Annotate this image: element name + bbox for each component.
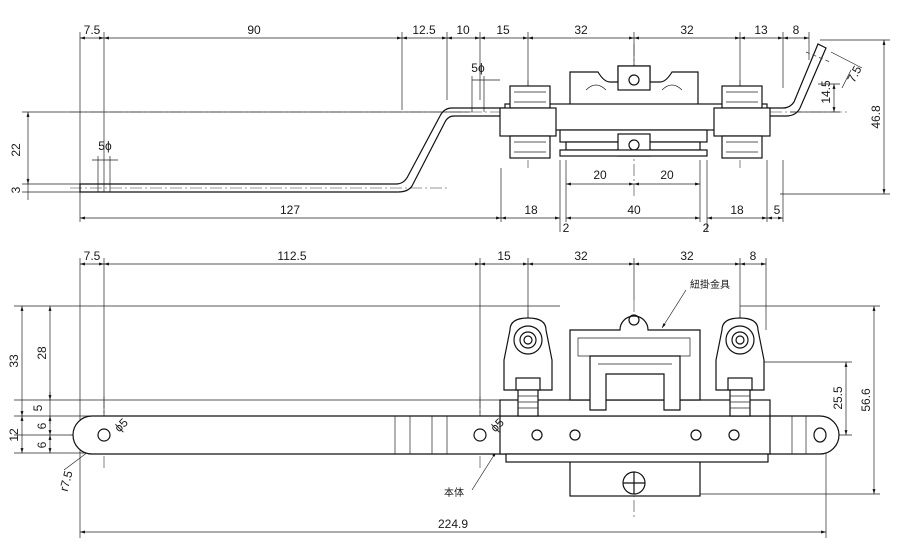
left-roller [503,317,553,417]
dim-bottom-2: 40 [627,203,641,217]
right-roller [715,317,765,417]
fv-dim-28: 28 [35,346,49,360]
inner-half-right: 20 [660,168,674,182]
dim-bottom-0: 127 [280,203,300,217]
top-view [22,32,890,232]
front-view-labels: 7.5 112.5 15 32 32 8 33 28 5 12 6 6 25.5… [7,249,873,531]
dim-left-22: 22 [9,143,23,157]
dim-top-4: 15 [496,23,510,37]
fv-dim-top-1: 112.5 [277,249,306,263]
pin-dia-upper: 5ϕ [471,61,485,75]
fv-dim-top-5: 8 [750,249,757,263]
fv-dim-6a: 6 [35,422,49,429]
dim-top-8: 8 [793,23,800,37]
dim-right-46-8: 46.8 [869,105,883,129]
dim-top-1: 90 [247,23,261,37]
dim-right-7-5: 7.5 [844,63,864,85]
label-body: 本体 [444,486,464,499]
dim-bottom-4: 5 [774,203,781,217]
pin-dia-lower: 5ϕ [98,139,112,153]
gap-label-left: 2 [563,221,570,235]
dim-top-3: 10 [456,23,470,37]
dim-top-5: 32 [574,23,588,37]
fv-dim-6b: 6 [35,441,49,448]
fv-dim-top-4: 32 [680,249,694,263]
fv-dim-top-0: 7.5 [84,249,101,263]
dim-left-3: 3 [9,186,23,193]
fv-dim-25-5: 25.5 [831,386,845,410]
label-hook-fitting: 紐掛金具 [690,278,730,291]
dim-top-2: 12.5 [412,23,436,37]
fv-dim-top-3: 32 [574,249,588,263]
dim-top-0: 7.5 [84,23,101,37]
fv-dim-56-6: 56.6 [859,388,873,412]
fv-dim-12: 12 [7,428,21,442]
fv-dim-5: 5 [31,404,45,411]
fv-radius: r7.5 [57,469,76,493]
top-view-labels: 7.5 90 12.5 10 15 32 32 13 8 127 18 40 1… [9,23,883,235]
dim-bottom-1: 18 [524,203,538,217]
dim-right-14-5: 14.5 [819,80,833,104]
dim-bottom-3: 18 [730,203,744,217]
fv-dim-overall: 224.9 [438,517,468,531]
dim-top-6: 32 [680,23,694,37]
fv-dim-33: 33 [7,354,21,368]
gap-label-right: 2 [703,221,710,235]
front-view [14,258,880,538]
dim-top-7: 13 [754,23,768,37]
fv-dim-top-2: 15 [497,249,511,263]
inner-half-left: 20 [593,168,607,182]
